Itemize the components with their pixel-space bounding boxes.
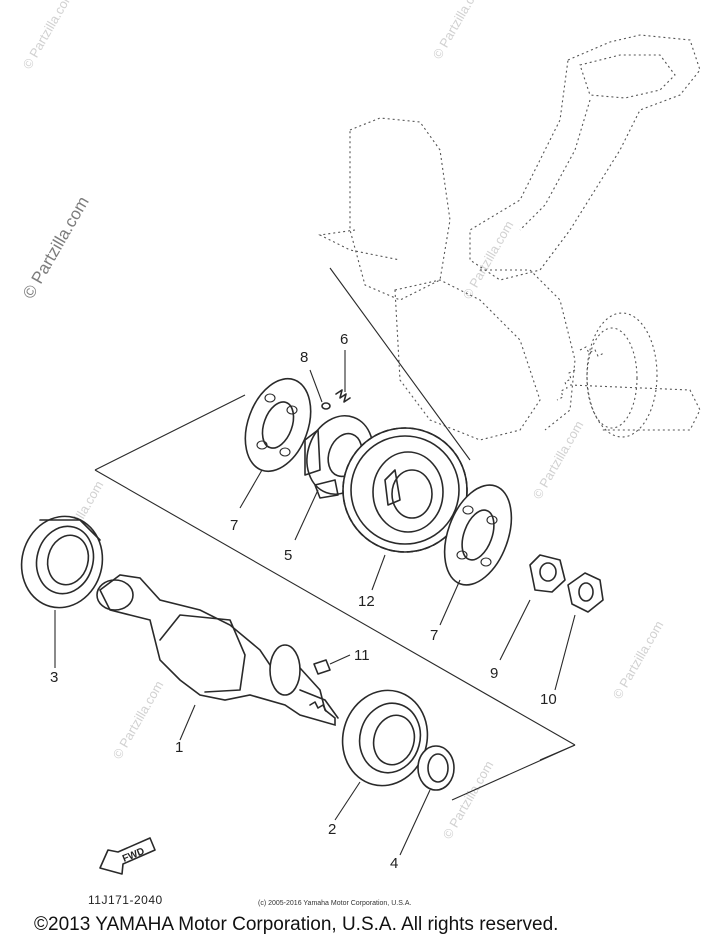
bearing-right bbox=[341, 689, 429, 787]
woodruff-key bbox=[313, 659, 331, 675]
idle-gear bbox=[342, 427, 468, 553]
callout-8: 8 bbox=[300, 349, 308, 366]
watermark-main: © Partzilla.com bbox=[19, 193, 93, 302]
assembly-outline bbox=[94, 267, 576, 801]
balancer-shaft bbox=[96, 574, 339, 727]
plate-upper bbox=[244, 377, 312, 473]
callout-7-upper: 7 bbox=[230, 517, 238, 534]
callout-5: 5 bbox=[284, 547, 292, 564]
watermark-tile: © Partzilla.com bbox=[20, 0, 77, 72]
footer-copyright: ©2013 YAMAHA Motor Corporation, U.S.A. A… bbox=[34, 914, 559, 935]
callout-6: 6 bbox=[340, 331, 348, 348]
leader-lines bbox=[54, 350, 576, 856]
callout-11: 11 bbox=[354, 647, 370, 664]
bearing-left bbox=[20, 515, 104, 609]
callout-2: 2 bbox=[328, 821, 336, 838]
callout-3: 3 bbox=[50, 669, 58, 686]
oil-seal bbox=[417, 745, 455, 791]
fwd-arrow-icon: FWD bbox=[99, 837, 156, 875]
watermark-tile: © Partzilla.com bbox=[610, 618, 667, 701]
callout-10: 10 bbox=[540, 691, 557, 708]
plate-lower bbox=[443, 484, 513, 586]
lock-washer bbox=[529, 554, 566, 593]
callout-12: 12 bbox=[358, 593, 375, 610]
watermark-tile: © Partzilla.com bbox=[530, 418, 587, 501]
spring-and-pin bbox=[321, 389, 351, 410]
callout-4: 4 bbox=[390, 855, 398, 872]
watermark-tile: © Partzilla.com bbox=[430, 0, 487, 62]
watermark-tile: © Partzilla.com bbox=[460, 218, 517, 301]
callout-labels: 6 8 7 5 12 7 9 10 3 11 1 2 4 bbox=[50, 331, 557, 872]
nut bbox=[567, 572, 604, 613]
watermark-tile: © Partzilla.com bbox=[110, 678, 167, 761]
callout-9: 9 bbox=[490, 665, 498, 682]
callout-1: 1 bbox=[175, 739, 183, 756]
crankshaft-ghost bbox=[318, 34, 701, 441]
callout-7-lower: 7 bbox=[430, 627, 438, 644]
diagram-small-copyright: (c) 2005-2016 Yamaha Motor Corporation, … bbox=[258, 900, 411, 907]
diagram-part-number: 11J171-2040 bbox=[88, 893, 163, 907]
